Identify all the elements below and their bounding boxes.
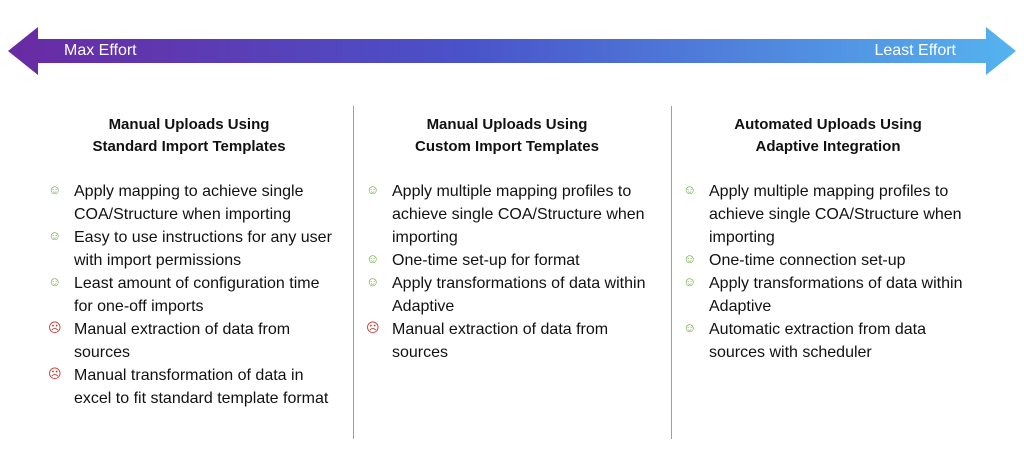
list-item-text: Apply multiple mapping profiles to achie… [709, 183, 962, 246]
smiley-icon: ☺ [683, 182, 697, 197]
list-item-text: Apply transformations of data within Ada… [709, 275, 963, 315]
list-item: ☺ Apply mapping to achieve single COA/Str… [38, 180, 340, 226]
item-list: ☺ Apply multiple mapping profiles to achi… [356, 180, 658, 364]
smiley-icon: ☺ [366, 182, 380, 197]
list-item: ☺ Easy to use instructions for any user w… [38, 226, 340, 272]
smiley-icon: ☺ [366, 251, 380, 266]
smiley-icon: ☺ [683, 251, 697, 266]
list-item-text: Manual transformation of data in excel t… [74, 367, 329, 407]
smiley-icon: ☺ [48, 182, 62, 197]
effort-arrow: Max Effort Least Effort [0, 0, 1024, 110]
column-divider [671, 106, 672, 439]
list-item: ☹ Manual extraction of data from sources [38, 318, 340, 364]
list-item-text: Manual extraction of data from sources [392, 321, 609, 361]
item-list: ☺ Apply multiple mapping profiles to achi… [673, 180, 983, 364]
list-item: ☹ Manual transformation of data in excel … [38, 364, 340, 410]
list-item-text: Apply mapping to achieve single COA/Stru… [74, 183, 304, 223]
list-item-text: One-time connection set-up [709, 252, 906, 269]
double-arrow-icon [8, 27, 1016, 75]
list-item: ☺ One-time connection set-up [673, 249, 983, 272]
list-item: ☺ Automatic extraction from data sources … [673, 318, 983, 364]
list-item: ☺ Least amount of configuration time for … [38, 272, 340, 318]
column-standard-templates: Manual Uploads Using Standard Import Tem… [38, 106, 340, 446]
list-item-text: Apply transformations of data within Ada… [392, 275, 646, 315]
smiley-icon: ☺ [683, 320, 697, 335]
column-divider [353, 106, 354, 439]
column-title: Manual Uploads Using Standard Import Tem… [92, 116, 286, 155]
max-effort-label: Max Effort [64, 42, 137, 59]
list-item: ☺ Apply multiple mapping profiles to achi… [356, 180, 658, 249]
item-list: ☺ Apply mapping to achieve single COA/Str… [38, 180, 340, 410]
list-item-text: Least amount of configuration time for o… [74, 275, 320, 315]
list-item-text: Automatic extraction from data sources w… [709, 321, 926, 361]
smiley-icon: ☺ [366, 274, 380, 289]
column-adaptive-integration: Automated Uploads Using Adaptive Integra… [673, 106, 983, 446]
list-item-text: One-time set-up for format [392, 252, 580, 269]
column-title: Automated Uploads Using Adaptive Integra… [734, 116, 922, 155]
smiley-icon: ☺ [683, 274, 697, 289]
list-item: ☺ Apply transformations of data within Ad… [356, 272, 658, 318]
list-item-text: Manual extraction of data from sources [74, 321, 291, 361]
list-item: ☺ Apply multiple mapping profiles to achi… [673, 180, 983, 249]
frown-icon: ☹ [366, 320, 380, 335]
column-custom-templates: Manual Uploads Using Custom Import Templ… [356, 106, 658, 446]
frown-icon: ☹ [48, 366, 62, 381]
list-item-text: Apply multiple mapping profiles to achie… [392, 183, 645, 246]
list-item: ☺ One-time set-up for format [356, 249, 658, 272]
smiley-icon: ☺ [48, 274, 62, 289]
frown-icon: ☹ [48, 320, 62, 335]
least-effort-label: Least Effort [874, 42, 956, 59]
smiley-icon: ☺ [48, 228, 62, 243]
column-title: Manual Uploads Using Custom Import Templ… [415, 116, 599, 155]
list-item-text: Easy to use instructions for any user wi… [74, 229, 332, 269]
list-item: ☺ Apply transformations of data within Ad… [673, 272, 983, 318]
list-item: ☹ Manual extraction of data from sources [356, 318, 658, 364]
comparison-columns: Manual Uploads Using Standard Import Tem… [0, 106, 1024, 446]
